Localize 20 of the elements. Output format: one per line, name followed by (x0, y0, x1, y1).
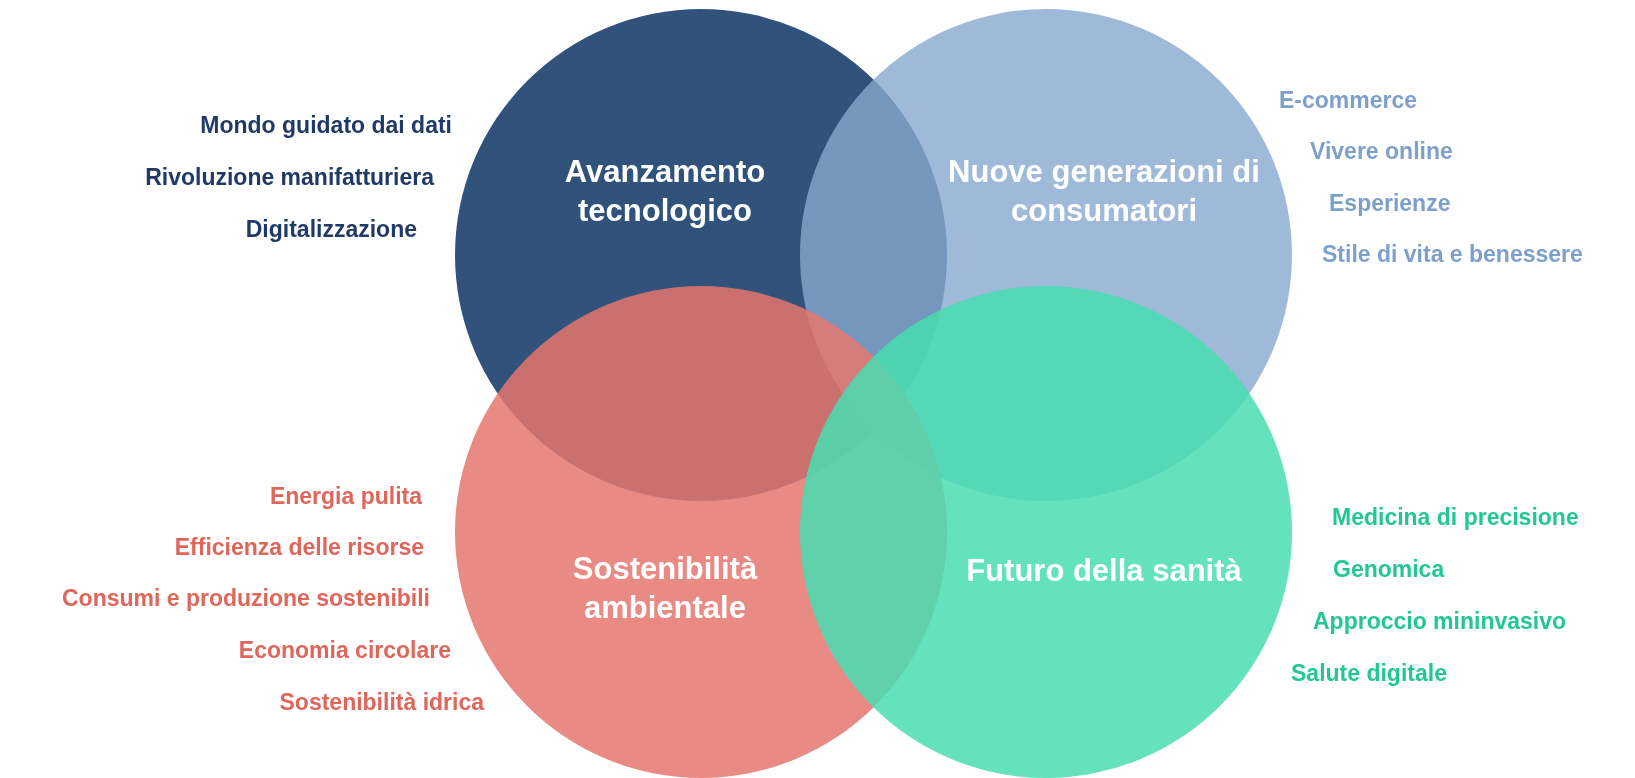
topic-label: Economia circolare (238, 636, 451, 664)
topic-label: Genomica (1333, 555, 1445, 583)
topic-label: Mondo guidato dai dati (200, 111, 452, 139)
topic-label: Vivere online (1310, 137, 1453, 165)
circle-title: Nuove generazioni di consumatori (947, 153, 1261, 230)
circle-title: Sostenibilità ambientale (571, 550, 759, 627)
topic-label: Stile di vita e benessere (1322, 240, 1583, 268)
topic-label: Esperienze (1329, 189, 1451, 217)
topic-label: E-commerce (1279, 86, 1418, 114)
topic-label: Digitalizzazione (245, 215, 417, 243)
circle-title: Avanzamento tecnologico (563, 153, 767, 230)
topic-label: Consumi e produzione sostenibili (61, 584, 430, 612)
topic-label: Medicina di precisione (1332, 503, 1579, 531)
topic-label: Energia pulita (269, 482, 422, 510)
topic-label: Sostenibilità idrica (279, 688, 484, 716)
circle-title: Futuro della sanità (965, 552, 1243, 590)
topic-label: Rivoluzione manifatturiera (145, 163, 434, 191)
topic-label: Salute digitale (1291, 659, 1447, 687)
topic-label: Efficienza delle risorse (174, 533, 424, 561)
topic-label: Approccio mininvasivo (1313, 607, 1567, 635)
